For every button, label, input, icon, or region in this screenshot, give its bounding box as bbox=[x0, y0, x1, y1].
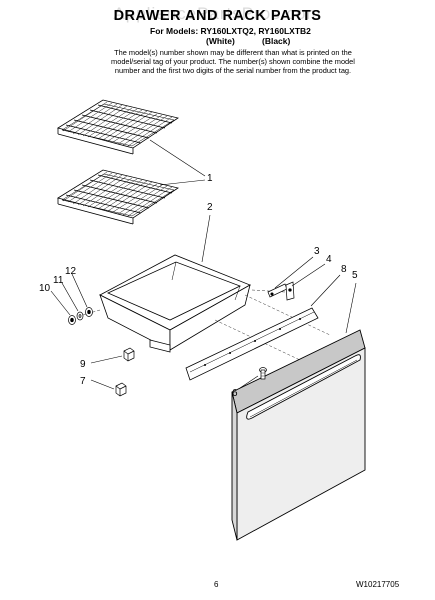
leader-line-7 bbox=[90, 379, 115, 390]
leader-line-5 bbox=[345, 282, 357, 334]
drawer-front-panel-5 bbox=[231, 329, 366, 541]
callout-4: 4 bbox=[326, 254, 332, 265]
models-line: For Models: RY160LXTQ2, RY160LXTB2 bbox=[150, 26, 311, 36]
leader-lines-1 bbox=[149, 139, 206, 186]
document-number: W10217705 bbox=[356, 580, 400, 589]
callout-5: 5 bbox=[352, 270, 358, 281]
color-black-label: (Black) bbox=[262, 36, 291, 46]
washer-11 bbox=[76, 311, 84, 321]
screw-10 bbox=[68, 315, 76, 325]
watermark: AppliancePartsPros.com bbox=[113, 4, 322, 23]
drawer-glide-8 bbox=[185, 307, 319, 381]
clip-9 bbox=[123, 347, 135, 362]
leader-lines-3-4 bbox=[274, 256, 326, 289]
screw-6 bbox=[259, 367, 267, 380]
callout-1: 1 bbox=[207, 173, 213, 184]
callout-10: 10 bbox=[39, 283, 51, 294]
leader-line-6 bbox=[239, 375, 259, 389]
callout-2: 2 bbox=[207, 202, 213, 213]
leader-line-9 bbox=[90, 355, 123, 364]
callout-6: 6 bbox=[232, 388, 238, 399]
page-title: DRAWER AND RACK PARTS bbox=[113, 8, 322, 24]
nut-12 bbox=[85, 307, 93, 317]
model-note: The model(s) number shown may be differe… bbox=[111, 48, 355, 75]
leader-line-8 bbox=[310, 274, 341, 307]
oven-rack-upper bbox=[57, 99, 179, 155]
callout-7: 7 bbox=[80, 376, 86, 387]
callout-9: 9 bbox=[80, 359, 86, 370]
drawer-clip-4 bbox=[285, 281, 295, 301]
leader-lines-10-11-12 bbox=[50, 273, 88, 316]
clip-7 bbox=[115, 382, 127, 397]
callout-8: 8 bbox=[341, 264, 347, 275]
oven-rack-lower bbox=[57, 169, 179, 225]
callout-12: 12 bbox=[65, 266, 77, 277]
page-number: 6 bbox=[214, 580, 219, 589]
callout-11: 11 bbox=[53, 275, 64, 286]
callout-3: 3 bbox=[314, 246, 320, 257]
leader-line-2 bbox=[201, 214, 211, 263]
drawer-pan bbox=[99, 254, 251, 353]
model-list: For Models: RY160LXTQ2, RY160LXTB2 (Whit… bbox=[150, 26, 311, 46]
color-white-label: (White) bbox=[206, 36, 235, 46]
